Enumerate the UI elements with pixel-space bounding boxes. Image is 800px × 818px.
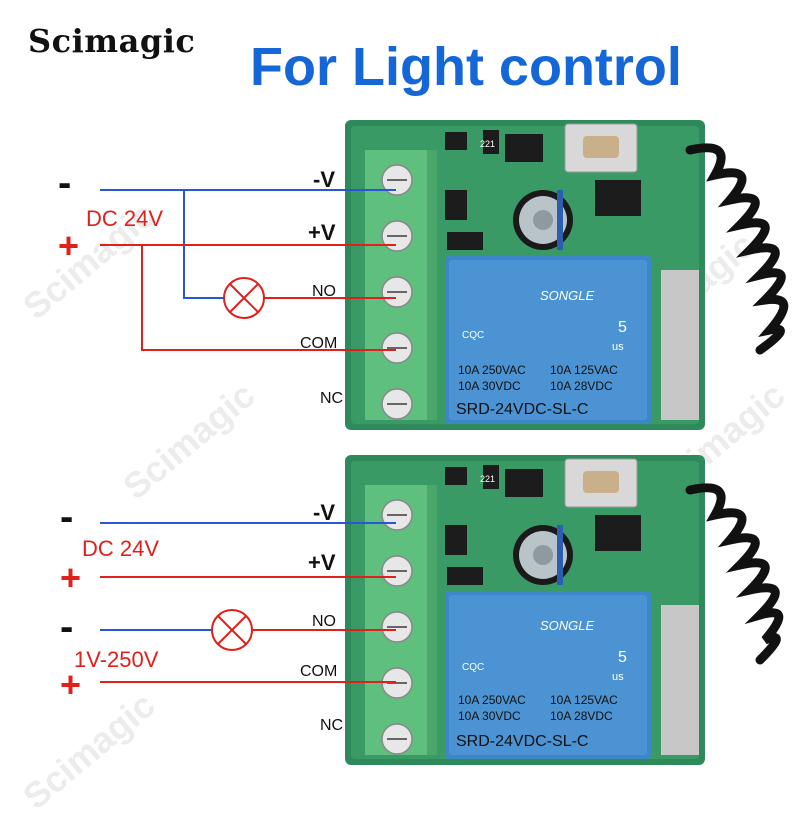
- relay-rating: 10A 125VAC: [550, 693, 618, 707]
- terminal-label-neg-v: -V: [313, 167, 335, 192]
- relay-rating: 10A 28VDC: [550, 709, 613, 723]
- relay-ul-num: 5: [618, 649, 627, 666]
- relay-rating: 10A 28VDC: [550, 379, 613, 393]
- antenna-top: [685, 143, 789, 355]
- load-plus: +: [60, 664, 81, 705]
- relay-rating: 10A 30VDC: [458, 379, 521, 393]
- relay-rating: 10A 250VAC: [458, 363, 526, 377]
- relay-model: SRD-24VDC-SL-C: [456, 401, 588, 418]
- relay-rating: 10A 30VDC: [458, 709, 521, 723]
- lamp-icon: [211, 609, 253, 651]
- relay-label-bottom: SONGLE CQC 5 us 10A 250VAC 10A 125VAC 10…: [456, 474, 627, 750]
- relay-brand: SONGLE: [540, 618, 595, 633]
- relay-module-bottom: [344, 454, 706, 766]
- supply-label: DC 24V: [82, 536, 159, 561]
- load-minus: -: [60, 605, 73, 649]
- supply-minus: -: [58, 161, 71, 205]
- terminal-label-no: NO: [312, 283, 336, 300]
- terminal-label-nc: NC: [320, 717, 343, 734]
- relay-module-top: [344, 119, 706, 431]
- terminal-label-pos-v: +V: [308, 550, 336, 575]
- relay-rating: 10A 250VAC: [458, 693, 526, 707]
- antenna-bottom: [685, 483, 784, 665]
- supply-minus: -: [60, 495, 73, 539]
- relay-brand: SONGLE: [540, 288, 595, 303]
- relay-rating: 10A 125VAC: [550, 363, 618, 377]
- terminal-label-no: NO: [312, 613, 336, 630]
- wiring-top: [100, 189, 396, 351]
- terminal-label-com: COM: [300, 663, 337, 680]
- wiring-bottom: [100, 522, 396, 683]
- relay-ul-mark: us: [612, 341, 624, 353]
- wiring-diagram: SONGLE CQC 5 us 10A 250VAC 10A 125VAC 10…: [58, 119, 789, 766]
- supply-plus: +: [60, 557, 81, 598]
- terminal-label-com: COM: [300, 335, 337, 352]
- relay-cqc: CQC: [462, 662, 484, 673]
- page-title: For Light control: [250, 37, 682, 97]
- load-label: 1V-250V: [74, 647, 159, 672]
- lamp-icon: [223, 277, 265, 319]
- brand-logo: Scimagic: [28, 22, 196, 60]
- chip-mark: 221: [480, 474, 495, 484]
- relay-ul-mark: us: [612, 671, 624, 683]
- supply-plus: +: [58, 225, 79, 266]
- relay-model: SRD-24VDC-SL-C: [456, 733, 588, 750]
- chip-mark: 221: [480, 139, 495, 149]
- terminal-label-nc: NC: [320, 390, 343, 407]
- terminal-label-pos-v: +V: [308, 220, 336, 245]
- relay-label-top: SONGLE CQC 5 us 10A 250VAC 10A 125VAC 10…: [456, 139, 627, 418]
- relay-cqc: CQC: [462, 330, 484, 341]
- relay-ul-num: 5: [618, 319, 627, 336]
- supply-label: DC 24V: [86, 206, 163, 231]
- terminal-label-neg-v: -V: [313, 500, 335, 525]
